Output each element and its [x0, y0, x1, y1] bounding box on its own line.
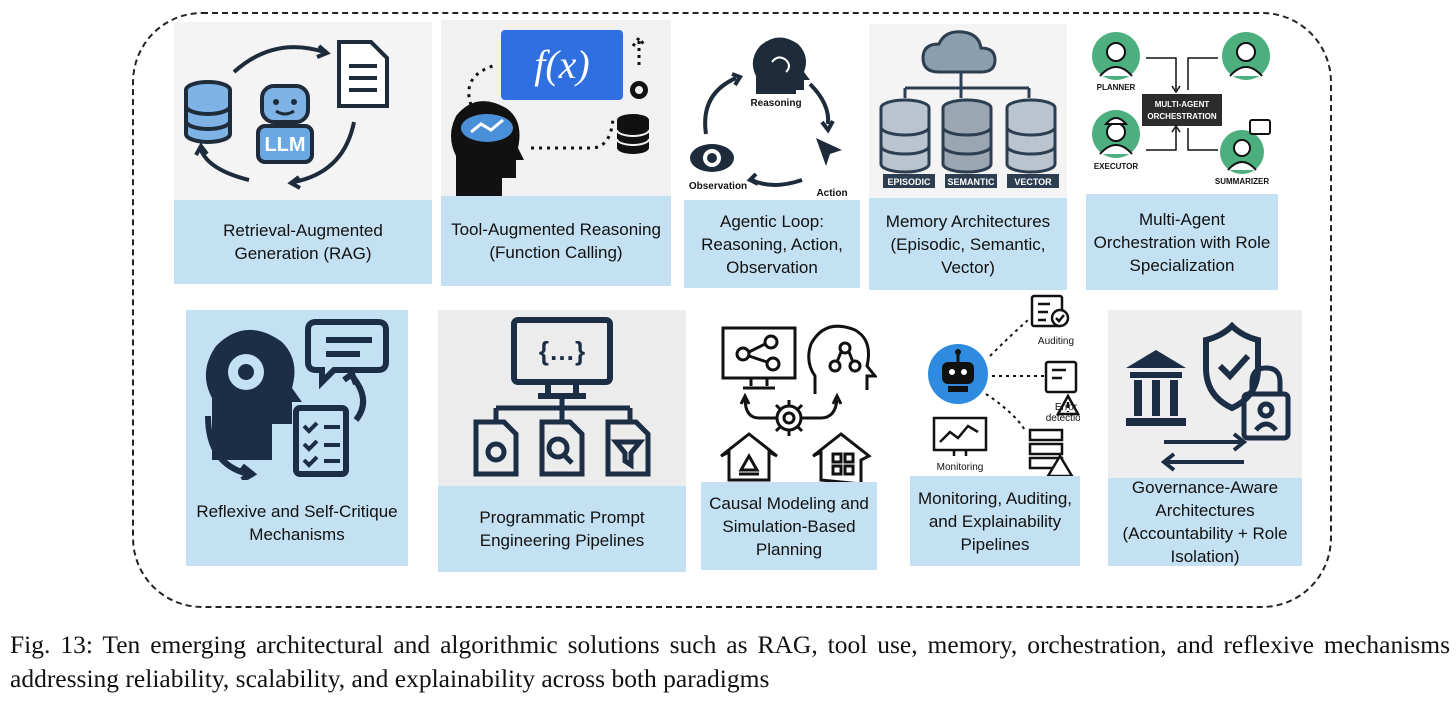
rag-illustration: LLM: [174, 22, 432, 200]
reflexive-illustration: [186, 310, 408, 480]
episodic-tag: EPISODIC: [887, 177, 931, 187]
cloud-icon: [921, 30, 997, 74]
search-document-icon: [539, 419, 585, 477]
memory-illustration: EPISODIC SEMANTIC VECTOR: [869, 24, 1067, 198]
agentic-loop-illustration: Reasoning Observation Action: [684, 24, 860, 200]
planner-avatar: [1092, 32, 1140, 80]
multi-agent-illustration: PLANNER MULTI-AGENT ORCHESTRATION: [1086, 24, 1278, 194]
brain-head-icon: [752, 37, 810, 94]
summarizer-avatar: [1220, 119, 1271, 174]
database-episodic: [879, 98, 931, 174]
orchestration-box: [1142, 94, 1222, 126]
executor-avatar: [1092, 110, 1140, 158]
house-warning-icon: [720, 432, 778, 482]
dashed-boundary: [132, 12, 1332, 608]
graph-monitor-icon: [721, 326, 797, 390]
card-agentic-label: Agentic Loop: Reasoning, Action, Observa…: [684, 200, 860, 288]
observation-text: Observation: [689, 181, 747, 192]
auditing-text: Auditing: [1038, 336, 1074, 347]
card-multi-agent-label: Multi-Agent Orchestration with Role Spec…: [1086, 194, 1278, 290]
robot-icon: LLM: [256, 84, 314, 164]
card-reflexive: Reflexive and Self-Critique Mechanisms: [186, 310, 408, 566]
lock-user-icon: [1241, 365, 1291, 441]
settings-document-icon: [473, 419, 519, 477]
cursor-icon: [816, 138, 842, 166]
exchange-arrows-icon: [1160, 432, 1248, 472]
card-causal-label: Causal Modeling and Simulation-Based Pla…: [701, 482, 877, 570]
cycle-arrows: [194, 44, 356, 190]
database-icon: [184, 80, 232, 144]
document-icon: [337, 40, 389, 108]
card-governance: Governance-Aware Architectures (Accounta…: [1108, 310, 1302, 566]
gear-icon: [771, 400, 807, 436]
function-box: [501, 30, 623, 100]
summarizer-text: SUMMARIZER: [1215, 177, 1269, 186]
tool-illustration: f(x): [441, 20, 671, 196]
speech-bubble-icon: [305, 319, 389, 390]
card-reflexive-label: Reflexive and Self-Critique Mechanisms: [186, 480, 408, 566]
error-document-icon: [1044, 360, 1080, 416]
monitoring-text: Monitoring: [937, 462, 984, 473]
vector-tag: VECTOR: [1014, 177, 1052, 187]
gear-icon: [630, 81, 648, 99]
user-avatar: [1222, 32, 1270, 80]
robot-icon: [928, 344, 988, 404]
monitor-icon: [511, 317, 613, 399]
action-text: Action: [816, 188, 847, 199]
eye-icon: [690, 144, 734, 172]
prompt-illustration: {…}: [438, 310, 686, 486]
figure-caption: Fig. 13: Ten emerging architectural and …: [10, 630, 1450, 693]
head-gear-icon: [205, 329, 302, 460]
card-causal-modeling: Causal Modeling and Simulation-Based Pla…: [701, 314, 877, 570]
orchestration-line1: MULTI-AGENT: [1155, 100, 1210, 109]
card-rag-label: Retrieval-Augmented Generation (RAG): [174, 200, 432, 284]
executor-text: EXECUTOR: [1094, 162, 1139, 171]
causal-illustration: [701, 314, 877, 482]
card-tool-label: Tool-Augmented Reasoning (Function Calli…: [441, 196, 671, 286]
card-agentic-loop: Reasoning Observation Action Agentic Loo…: [684, 24, 860, 288]
card-memory-architectures: EPISODIC SEMANTIC VECTOR Memory Architec…: [869, 24, 1067, 290]
card-tool-augmented: f(x) Tool-Augmented Reasoning (Function …: [441, 20, 671, 286]
server-warning-icon: [1028, 428, 1074, 476]
institution-icon: [1126, 350, 1186, 426]
database-vector: [1005, 98, 1057, 174]
reasoning-text: Reasoning: [750, 98, 801, 109]
llm-text: LLM: [264, 134, 305, 156]
orchestration-line2: ORCHESTRATION: [1147, 112, 1216, 121]
card-prompt-pipelines: {…} Programmatic Prompt Engineering Pipe…: [438, 310, 686, 572]
monitoring-illustration: Auditing Error detection: [910, 290, 1080, 476]
house-grid-icon: [812, 432, 872, 482]
governance-illustration: [1108, 310, 1302, 478]
filter-document-icon: [605, 419, 651, 477]
database-icon: [616, 114, 650, 154]
audit-document-icon: [1030, 294, 1070, 328]
monitoring-chart-icon: [932, 416, 988, 456]
card-memory-label: Memory Architectures (Episodic, Semantic…: [869, 198, 1067, 290]
card-governance-label: Governance-Aware Architectures (Accounta…: [1108, 478, 1302, 566]
card-prompt-label: Programmatic Prompt Engineering Pipeline…: [438, 486, 686, 572]
brain-network-icon: [807, 324, 877, 394]
card-multi-agent: PLANNER MULTI-AGENT ORCHESTRATION: [1086, 24, 1278, 290]
card-monitoring-label: Monitoring, Auditing, and Explainability…: [910, 476, 1080, 566]
head-icon: [451, 101, 524, 196]
database-semantic: [941, 98, 993, 174]
error-text: Error: [1055, 402, 1078, 413]
semantic-tag: SEMANTIC: [948, 177, 996, 187]
detection-text: detection: [1046, 413, 1080, 424]
code-braces-text: {…}: [539, 336, 585, 366]
card-monitoring: Auditing Error detection: [910, 290, 1080, 566]
planner-text: PLANNER: [1097, 83, 1136, 92]
checklist-icon: [293, 405, 349, 477]
card-rag: LLM Retrieval-Augmented Generation (RAG): [174, 22, 432, 284]
function-text: f(x): [534, 42, 590, 87]
